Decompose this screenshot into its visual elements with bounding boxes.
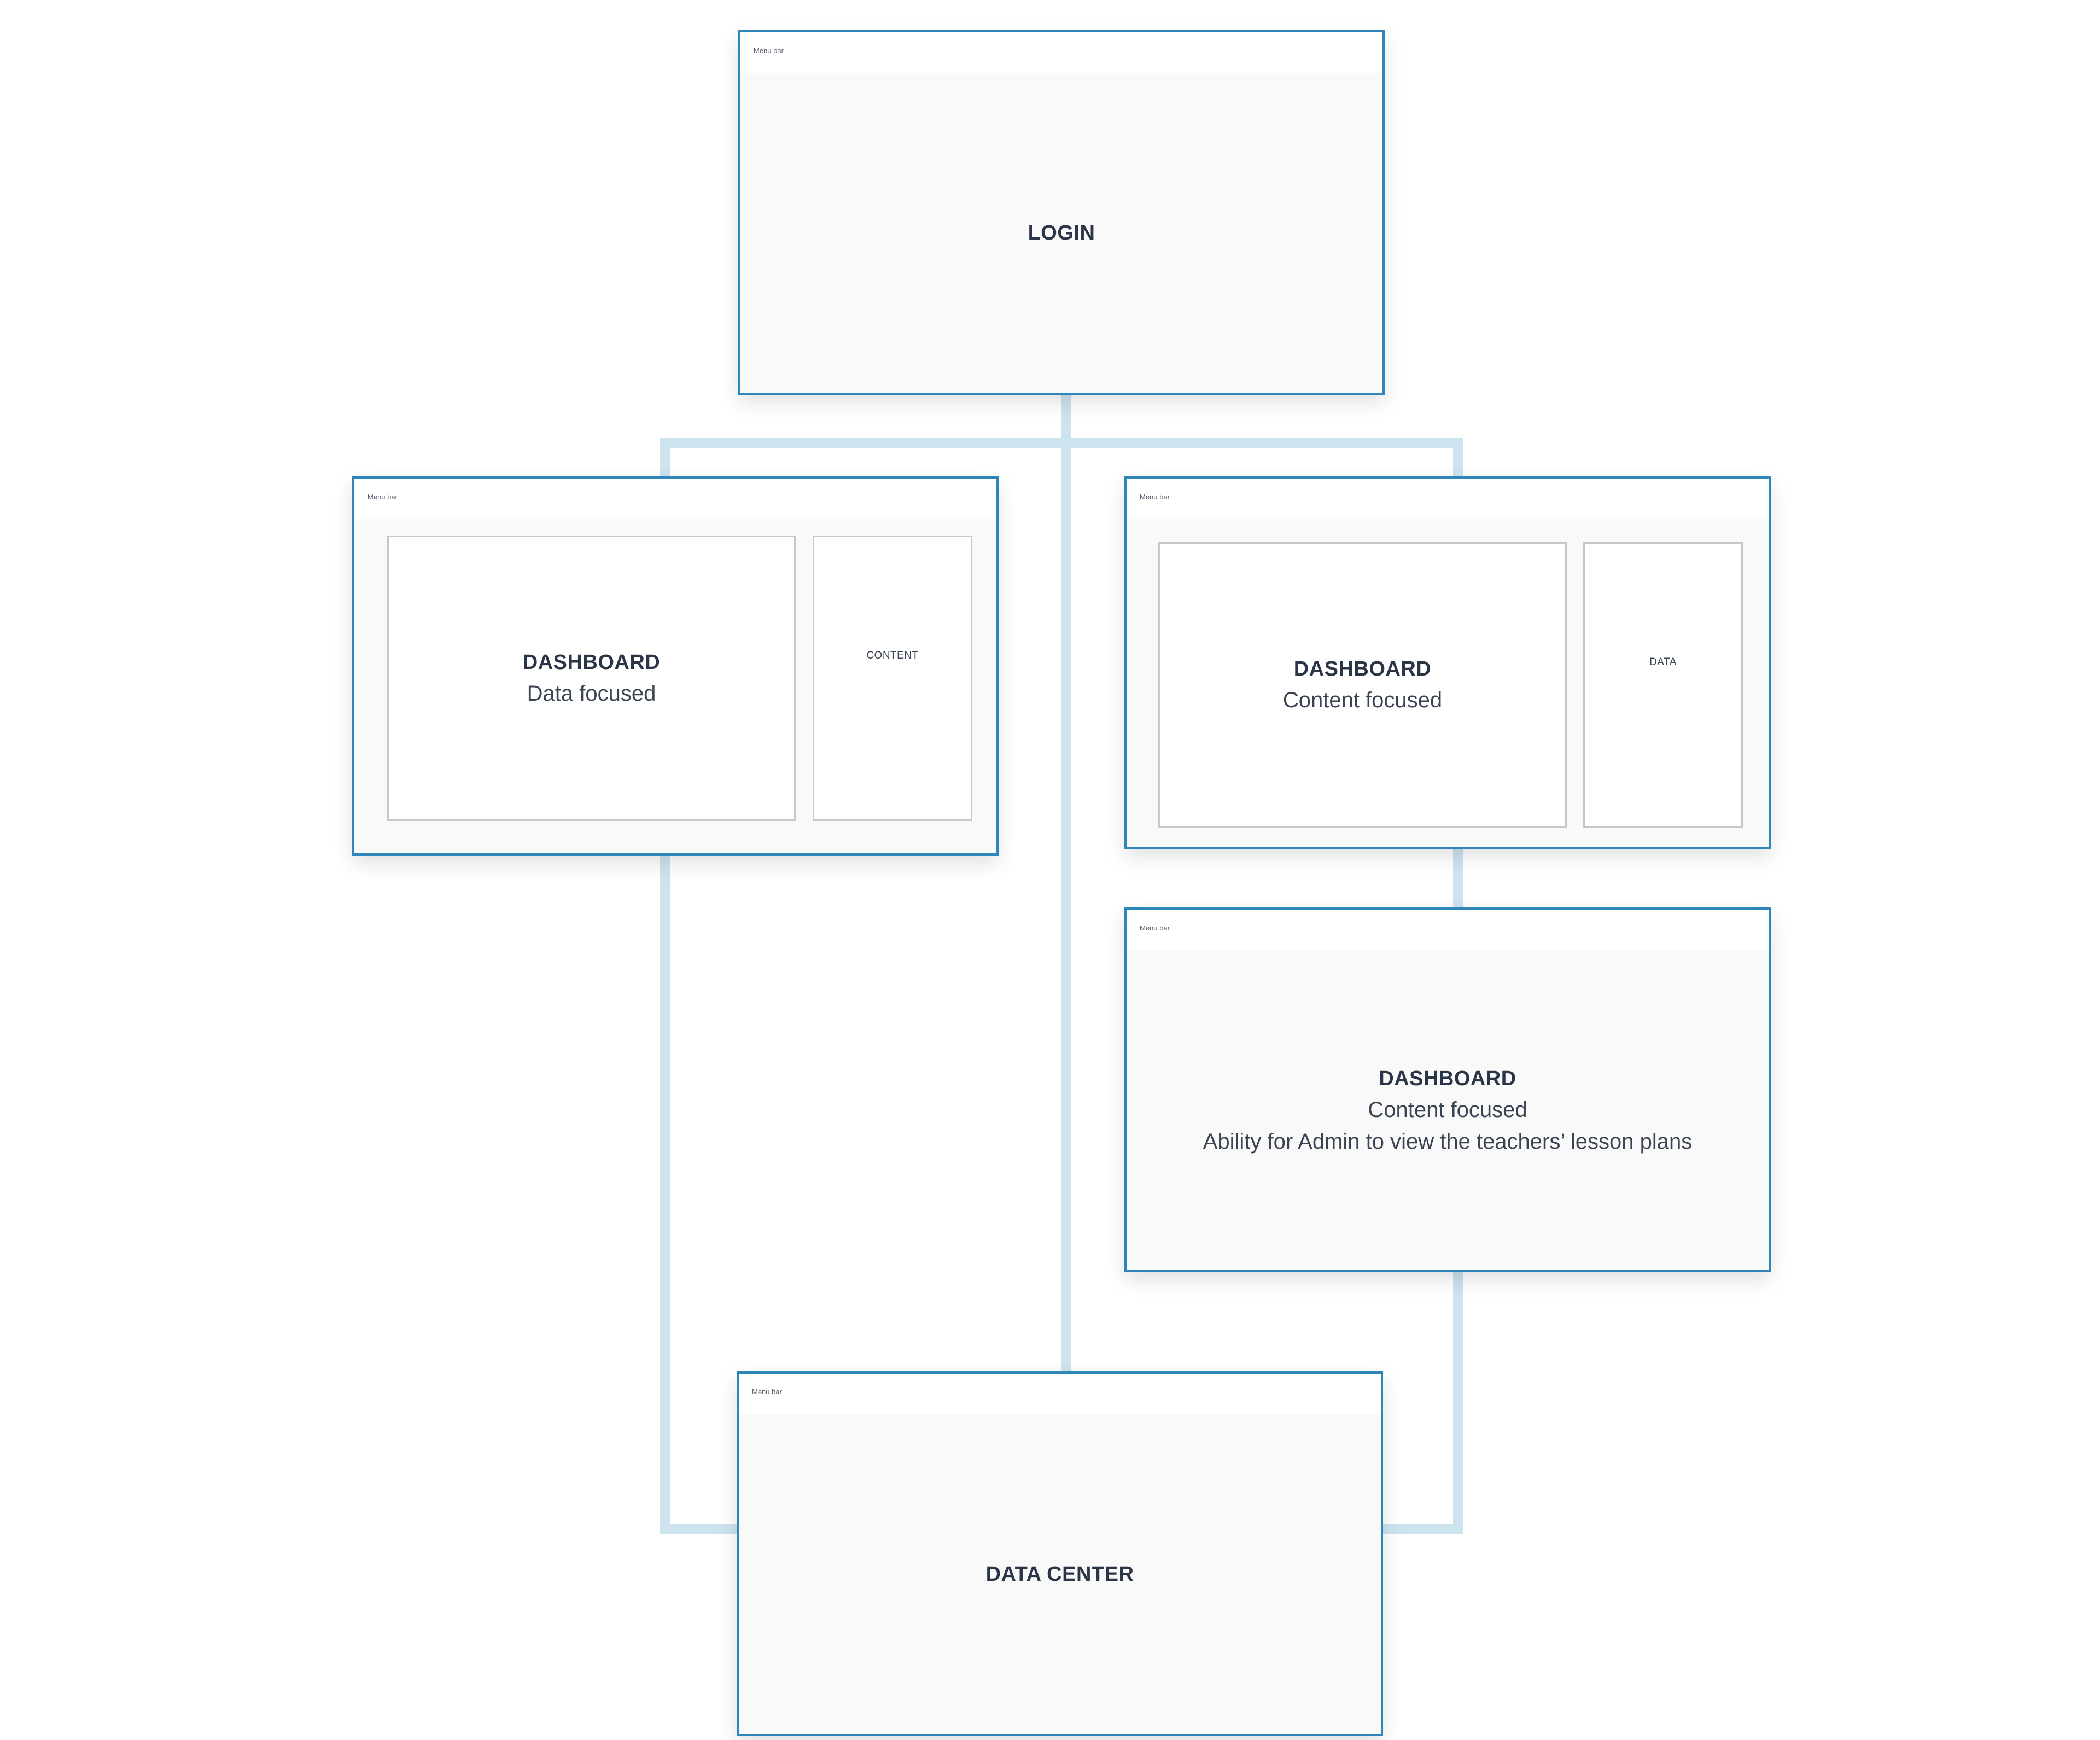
data-side-panel: DATA [1583, 542, 1743, 828]
menu-bar: Menu bar [740, 32, 1382, 73]
menu-bar-label: Menu bar [754, 46, 784, 55]
dashboard-title: DASHBOARD [1293, 657, 1432, 680]
dashboard-main-panel: DASHBOARD Data focused [387, 536, 796, 821]
dashboard-subtitle: Content focused [1282, 688, 1443, 712]
menu-bar-label: Menu bar [1140, 924, 1170, 932]
dashboard-main-panel: DASHBOARD Content focused [1158, 542, 1567, 828]
menu-bar-label: Menu bar [368, 493, 398, 501]
menu-bar: Menu bar [739, 1374, 1381, 1414]
dashboard-subtitle: Data focused [527, 682, 656, 706]
login-frame: Menu bar LOGIN [738, 30, 1385, 395]
content-side-panel: CONTENT [813, 536, 972, 821]
menu-bar: Menu bar [1127, 910, 1769, 950]
menu-bar-label: Menu bar [752, 1388, 782, 1396]
dashboard-title: DASHBOARD [522, 651, 661, 674]
dashboard-admin-frame: Menu bar DASHBOARD Content focused Abili… [1124, 907, 1771, 1272]
dashboard-title: DASHBOARD [1379, 1067, 1516, 1090]
dashboard-subtitle: Content focused [1368, 1097, 1527, 1122]
login-title: LOGIN [1028, 221, 1095, 245]
menu-bar: Menu bar [354, 479, 996, 519]
data-center-title: DATA CENTER [985, 1562, 1134, 1586]
dashboard-data-frame: Menu bar DASHBOARD Data focused CONTENT [352, 476, 999, 856]
side-panel-label: CONTENT [866, 650, 919, 661]
menu-bar: Menu bar [1127, 479, 1769, 519]
dashboard-detail: Ability for Admin to view the teachers’ … [1203, 1129, 1693, 1154]
data-center-frame: Menu bar DATA CENTER [737, 1371, 1383, 1736]
dashboard-content-frame: Menu bar DASHBOARD Content focused DATA [1124, 476, 1771, 849]
side-panel-label: DATA [1649, 656, 1677, 668]
menu-bar-label: Menu bar [1140, 493, 1170, 501]
